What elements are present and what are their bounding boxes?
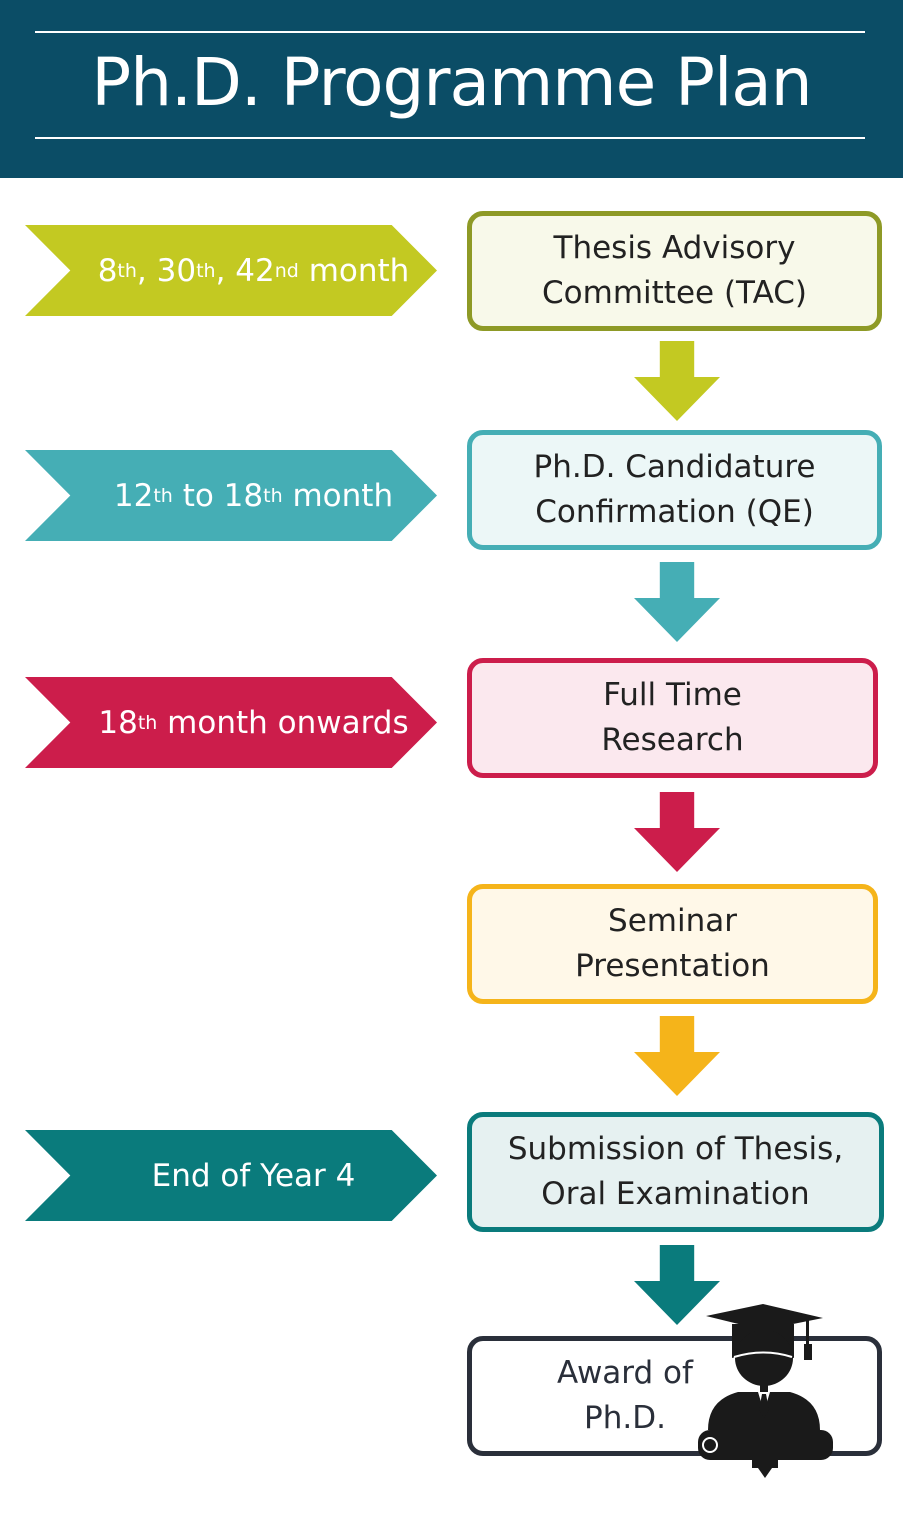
graduate-icon xyxy=(698,1304,833,1478)
step-submission: Submission of Thesis,Oral Examination xyxy=(467,1112,884,1232)
arrow-down-icon xyxy=(634,792,720,872)
page-title: Ph.D. Programme Plan xyxy=(91,44,812,121)
arrow-down-icon xyxy=(634,1016,720,1096)
divider xyxy=(35,137,865,139)
header-banner: Ph.D. Programme Plan xyxy=(0,0,903,178)
timing-submission: End of Year 4 xyxy=(25,1130,437,1221)
divider xyxy=(35,31,865,33)
arrow-down-icon xyxy=(634,341,720,421)
arrow-down-icon xyxy=(634,562,720,642)
